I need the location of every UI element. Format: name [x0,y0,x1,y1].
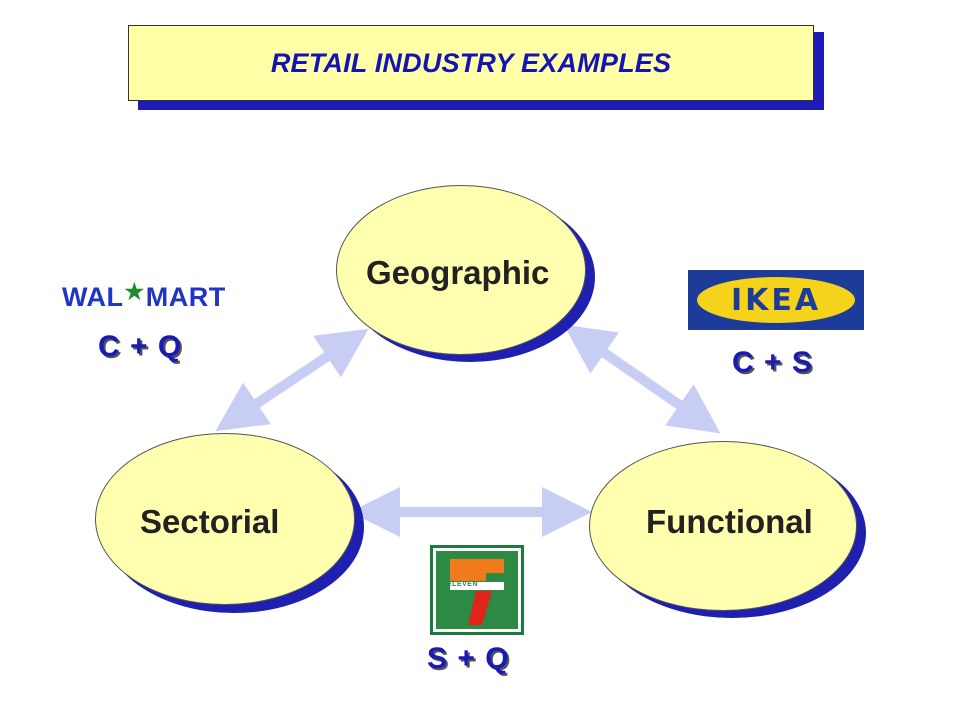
walmart-logo-left: WAL [62,282,124,312]
functional-ellipse [589,441,857,611]
sectorial-label: Sectorial [140,503,280,540]
ikea-formula: C + S [732,346,813,379]
walmart-formula: C + Q [98,330,183,363]
sectorial-ellipse [95,433,355,605]
seven-eleven-seven-glyph [450,559,504,625]
walmart-logo: WAL ★ MART [62,278,226,313]
arrow-geographic-sectorial [215,328,369,432]
seven-eleven-word: ELEVEN [447,581,479,588]
geographic-ellipse [336,185,586,355]
ikea-logo-oval: IKEA [697,277,855,323]
functional-label: Functional [646,503,813,540]
walmart-logo-right: MART [145,282,226,312]
geographic-label: Geographic [366,254,550,291]
star-icon: ★ [124,278,145,304]
seven-eleven-formula: S + Q [427,642,510,675]
ikea-logo: IKEA [688,270,864,330]
seven-eleven-logo: ELEVEN [430,545,524,635]
ikea-logo-text: IKEA [730,282,822,318]
page-title: RETAIL INDUSTRY EXAMPLES [270,47,672,78]
arrow-geographic-functional [563,324,721,434]
title-banner: RETAIL INDUSTRY EXAMPLES [128,25,814,101]
